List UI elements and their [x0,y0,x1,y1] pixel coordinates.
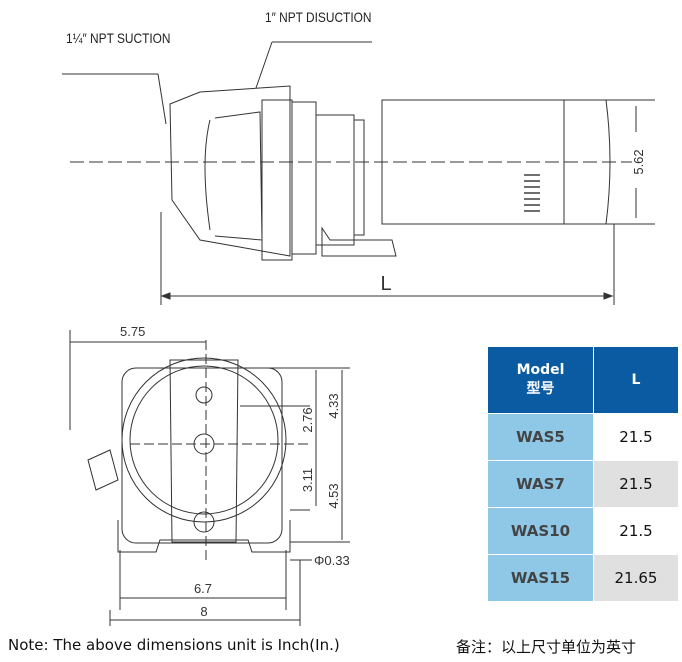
header-length: L [593,346,679,414]
dim-6-7: 6.7 [194,581,212,596]
note-english: Note: The above dimensions unit is Inch(… [8,636,340,654]
dim-8: 8 [200,604,207,619]
dim-hole-diameter: Φ0.33 [314,553,350,568]
length-cell: 21.5 [593,507,679,555]
length-cell: 21.65 [593,554,679,602]
suction-label: 1¼″ NPT SUCTION [66,30,171,46]
note-chinese: 备注：以上尺寸单位为英寸 [456,638,637,656]
model-cell: WAS7 [487,460,594,508]
length-dim-label: L [380,273,391,295]
length-cell: 21.5 [593,460,679,508]
dim-2-76: 2.76 [300,407,315,432]
model-cell: WAS5 [487,413,594,461]
model-cell: WAS10 [487,507,594,555]
dim-5-75: 5.75 [120,324,145,339]
height-dim-label: 5.62 [631,149,646,174]
dim-4-33: 4.33 [326,393,341,418]
model-cell: WAS15 [487,554,594,602]
dim-4-53: 4.53 [326,483,341,508]
discharge-label: 1″ NPT DISUCTION [265,9,372,25]
dim-3-11: 3.11 [300,468,315,492]
length-cell: 21.5 [593,413,679,461]
side-view-drawing: 5.62 L [62,41,655,305]
front-view-drawing: 5.75 6.7 8 2.76 3.11 4.33 4.53 Φ0.33 [69,324,350,626]
